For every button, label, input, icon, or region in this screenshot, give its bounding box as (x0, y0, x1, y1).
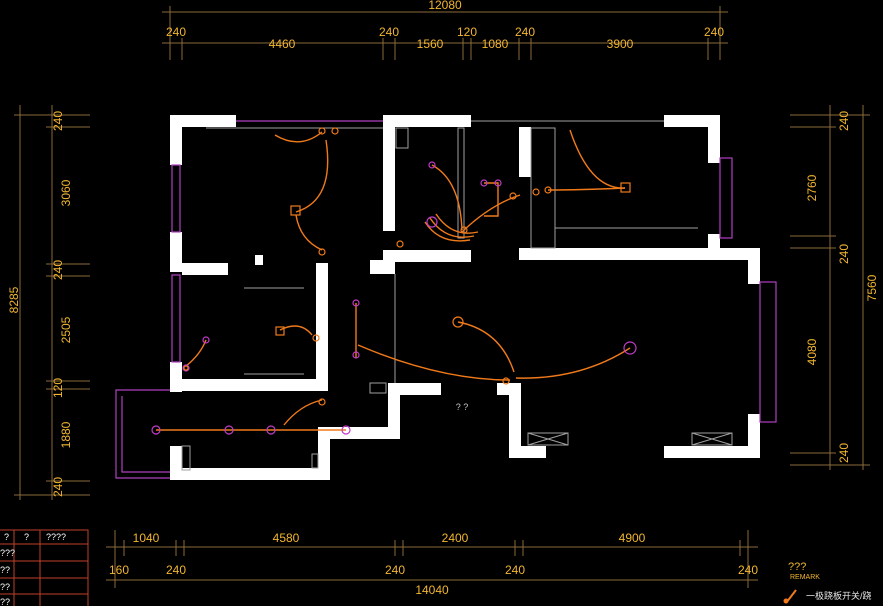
right-total-dimension: 7560 (865, 274, 879, 301)
wall-light-icon (480, 179, 488, 187)
ceiling-light-icon (426, 216, 438, 228)
switch-icon (331, 127, 339, 135)
right-dimension-chain: 7560 240 2760 240 4080 240 (790, 105, 879, 470)
interior-details (181, 120, 733, 471)
windows (115, 120, 777, 479)
switch-icon (460, 226, 468, 234)
table-header-1: ? (4, 532, 9, 542)
left-dim-4: 2505 (59, 316, 73, 343)
bottom-dim-lower-4: 240 (505, 563, 525, 577)
table-row-label: ?? (0, 597, 10, 606)
top-dim-4: 1560 (417, 37, 444, 51)
bottom-dim-upper-3: 2400 (442, 531, 469, 545)
switch-icon (396, 240, 404, 248)
switch-icon (318, 127, 326, 135)
bottom-dim-upper-4: 4900 (619, 531, 646, 545)
window-bay-right (759, 281, 777, 423)
wall-light-icon (428, 161, 436, 169)
switch-icon (312, 334, 320, 342)
wall-light-icon (352, 351, 360, 359)
right-dim-3: 240 (837, 244, 851, 264)
table-header-2: ? (24, 532, 29, 542)
bottom-total-dimension: 14040 (415, 583, 449, 597)
top-dim-3: 240 (379, 25, 399, 39)
wall-light-icon (266, 425, 276, 435)
wall-light-icon (352, 299, 360, 307)
legend-item-switch: 一极跷板开关/跷 (806, 590, 872, 601)
top-dim-6: 1080 (482, 37, 509, 51)
unknown-plan-label: ? ? (456, 402, 469, 412)
right-dim-5: 240 (837, 443, 851, 463)
switch-icon (275, 326, 285, 336)
left-dim-5: 120 (51, 378, 65, 398)
top-dim-1: 240 (166, 25, 186, 39)
window-left-top (171, 164, 181, 233)
switch-icon (620, 182, 631, 193)
left-total-dimension: 8285 (7, 286, 21, 313)
wall-light-icon (341, 425, 351, 435)
right-dim-2: 2760 (805, 174, 819, 201)
left-dim-7: 240 (51, 477, 65, 497)
wall-light-icon (224, 425, 234, 435)
switch-icon (290, 205, 301, 216)
left-dim-1: 240 (51, 111, 65, 131)
legend: ??? REMARK 一极跷板开关/跷 (783, 561, 872, 604)
switch-icon (544, 186, 552, 194)
legend-remark: REMARK (790, 574, 820, 581)
top-dim-2: 4460 (269, 37, 296, 51)
right-dim-4: 4080 (805, 338, 819, 365)
wall-light-icon (151, 425, 161, 435)
switch-icon (183, 365, 189, 371)
window-left-middle (171, 274, 181, 363)
ceiling-light-icon (623, 341, 637, 355)
light-fixtures (151, 127, 637, 435)
left-dim-6: 1880 (59, 421, 73, 448)
switch-icon (783, 589, 797, 604)
switch-icon (318, 398, 326, 406)
bottom-dimension-chain: 1040 4580 2400 4900 160 240 240 240 240 … (106, 530, 758, 597)
switch-icon (318, 248, 326, 256)
top-dim-9: 240 (704, 25, 724, 39)
switch-icon (502, 377, 510, 385)
legend-title: ??? (788, 561, 806, 573)
wall-light-icon (494, 179, 502, 187)
top-dim-8: 3900 (607, 37, 634, 51)
bottom-dim-upper-1: 1040 (133, 531, 160, 545)
top-dim-7: 240 (515, 25, 535, 39)
bottom-dim-upper-2: 4580 (273, 531, 300, 545)
table-header-3: ???? (46, 532, 66, 542)
ceiling-light-icon (452, 316, 464, 328)
window-right-top (719, 157, 733, 239)
bottom-dim-lower-1: 160 (109, 563, 129, 577)
wall-light-icon (182, 364, 190, 372)
electrical-wiring (156, 129, 631, 431)
wall-light-icon (202, 336, 210, 344)
window-balcony (115, 389, 170, 479)
walls (170, 115, 760, 480)
symbol-table: ? ? ???? ??? ?? ?? ?? (0, 529, 89, 606)
top-dimension-chain: 12080 240 4460 240 1560 120 1080 240 390… (162, 0, 728, 60)
switch-icon (532, 188, 540, 196)
right-dim-1: 240 (837, 111, 851, 131)
bottom-dim-lower-3: 240 (385, 563, 405, 577)
left-dimension-chain: 8285 240 3060 240 2505 120 1880 240 (7, 105, 90, 500)
table-row-label: ?? (0, 565, 10, 575)
bottom-dim-lower-2: 240 (166, 563, 186, 577)
left-dim-2: 3060 (59, 179, 73, 206)
bottom-dim-lower-5: 240 (738, 563, 758, 577)
left-dim-3: 240 (51, 260, 65, 280)
table-row-label: ??? (0, 548, 15, 558)
top-total-dimension: 12080 (428, 0, 462, 12)
top-dim-5: 120 (457, 25, 477, 39)
table-row-label: ?? (0, 582, 10, 592)
switch-icon (509, 192, 517, 200)
